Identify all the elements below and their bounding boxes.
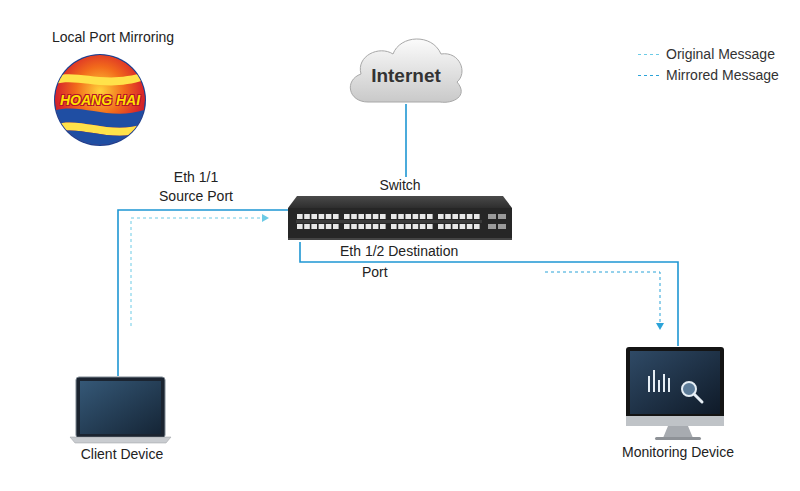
logo-text: HOANG HAI bbox=[52, 92, 148, 109]
switch-port bbox=[438, 214, 444, 219]
legend-text: Mirrored Message bbox=[666, 67, 779, 84]
laptop-node: Client Device bbox=[62, 376, 182, 464]
switch-node: Switch bbox=[288, 177, 512, 242]
switch-port bbox=[373, 214, 379, 219]
switch-port bbox=[391, 224, 397, 229]
switch-port bbox=[452, 224, 458, 229]
mirrored-message-arrow bbox=[545, 272, 660, 329]
switch-port bbox=[304, 214, 310, 219]
switch-port bbox=[474, 224, 480, 229]
switch-port bbox=[398, 214, 404, 219]
switch-port bbox=[460, 214, 466, 219]
switch-port bbox=[427, 224, 433, 229]
switch-port bbox=[366, 224, 372, 229]
switch-port bbox=[319, 224, 325, 229]
legend-line-sample bbox=[637, 46, 661, 63]
monitor bbox=[626, 347, 724, 440]
switch-port bbox=[413, 224, 419, 229]
connector-line bbox=[300, 242, 678, 346]
logo bbox=[50, 54, 150, 150]
sfp-port bbox=[488, 214, 496, 219]
switch-port bbox=[333, 214, 339, 219]
switch-port bbox=[405, 224, 411, 229]
cloud-node: Internet bbox=[348, 36, 464, 104]
switch-port bbox=[438, 224, 444, 229]
port-label: Eth 1/1 Source Port bbox=[150, 168, 242, 206]
switch-port bbox=[344, 214, 350, 219]
laptop bbox=[70, 377, 171, 443]
switch-port-strip bbox=[296, 220, 482, 223]
switch-port bbox=[373, 224, 379, 229]
switch-port bbox=[445, 214, 451, 219]
switch-port bbox=[311, 224, 317, 229]
switch-port bbox=[398, 224, 404, 229]
connector-line bbox=[405, 104, 407, 177]
switch-device bbox=[288, 196, 512, 240]
switch-port bbox=[420, 224, 426, 229]
switch-port bbox=[311, 214, 317, 219]
switch-port bbox=[445, 224, 451, 229]
switch-port bbox=[380, 214, 386, 219]
switch-port bbox=[333, 224, 339, 229]
switch-port bbox=[351, 224, 357, 229]
switch-port bbox=[304, 224, 310, 229]
switch-port bbox=[326, 214, 332, 219]
sfp-port bbox=[498, 214, 506, 219]
node-label: Switch bbox=[288, 177, 512, 194]
original-message-arrow bbox=[131, 218, 268, 326]
connector-line bbox=[118, 210, 288, 376]
node-label: Monitoring Device bbox=[612, 444, 744, 461]
node-label: Internet bbox=[348, 65, 464, 87]
switch-port bbox=[474, 214, 480, 219]
switch-port bbox=[467, 224, 473, 229]
sfp-port bbox=[488, 224, 496, 229]
switch-port bbox=[297, 224, 303, 229]
sfp-port bbox=[498, 224, 506, 229]
switch-port bbox=[358, 214, 364, 219]
switch-port bbox=[413, 214, 419, 219]
switch-port bbox=[351, 214, 357, 219]
switch-port bbox=[460, 224, 466, 229]
switch-port bbox=[380, 224, 386, 229]
switch-port bbox=[452, 214, 458, 219]
switch-port bbox=[344, 224, 350, 229]
switch-port bbox=[467, 214, 473, 219]
legend-line-sample bbox=[637, 67, 661, 84]
diagram-title: Local Port Mirroring bbox=[52, 29, 174, 46]
switch-port bbox=[405, 214, 411, 219]
switch-port bbox=[427, 214, 433, 219]
legend-text: Original Message bbox=[666, 46, 775, 63]
port-label: Eth 1/2 Destination Port bbox=[340, 241, 480, 283]
switch-port bbox=[391, 214, 397, 219]
switch-port bbox=[319, 214, 325, 219]
switch-port bbox=[297, 214, 303, 219]
monitor-node: Monitoring Device bbox=[612, 346, 744, 462]
switch-port bbox=[366, 214, 372, 219]
switch-port bbox=[420, 214, 426, 219]
switch-port bbox=[326, 224, 332, 229]
legend-line bbox=[638, 54, 660, 55]
switch-port bbox=[358, 224, 364, 229]
node-label: Client Device bbox=[62, 446, 182, 463]
legend-line bbox=[638, 75, 660, 76]
